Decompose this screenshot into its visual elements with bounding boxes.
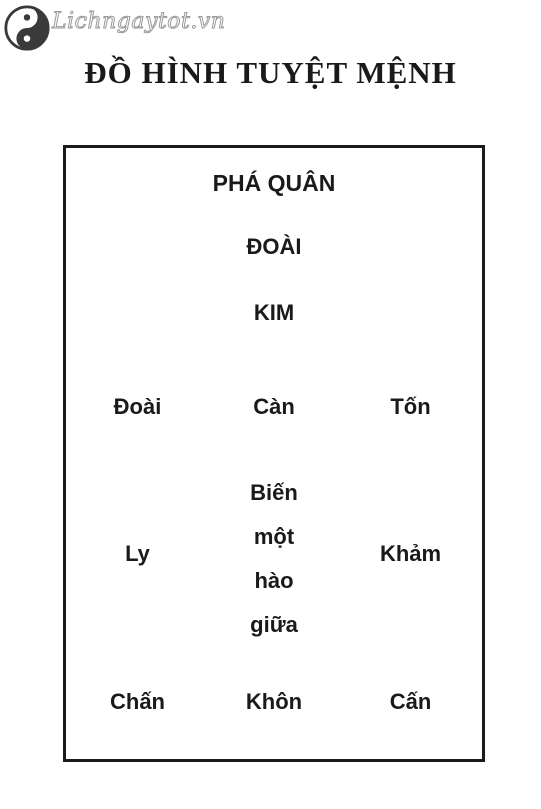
watermark-text: Lichngaytot.vn [51, 8, 226, 34]
watermark-logo: Lichngaytot.vn [4, 4, 225, 52]
transformation-line: hào [254, 568, 294, 593]
trigram-kham: Khảm [379, 541, 442, 566]
trigram-can: Càn [253, 394, 295, 419]
page-title: ĐỒ HÌNH TUYỆT MỆNH [84, 55, 457, 90]
transformation-note: Biến một hào giữa [234, 471, 314, 647]
trigram-doai: Đoài [113, 394, 162, 419]
star-name: PHÁ QUÂN [212, 170, 336, 196]
transformation-line: một [253, 524, 295, 549]
transformation-line: Biến [250, 480, 298, 505]
trigram-chan: Chấn [110, 689, 165, 714]
trigram-khon: Khôn [245, 689, 303, 714]
diagram-frame: PHÁ QUÂN ĐOÀI KIM Đoài Càn Tốn Ly Biến m… [63, 145, 485, 762]
trigram-ton: Tốn [390, 394, 431, 419]
trigram-ly: Ly [125, 541, 150, 566]
direction-name: ĐOÀI [246, 234, 302, 259]
transformation-line: giữa [250, 612, 298, 637]
yin-yang-icon [4, 5, 50, 51]
trigram-can-mountain: Cấn [389, 689, 432, 714]
element-name: KIM [253, 300, 295, 325]
